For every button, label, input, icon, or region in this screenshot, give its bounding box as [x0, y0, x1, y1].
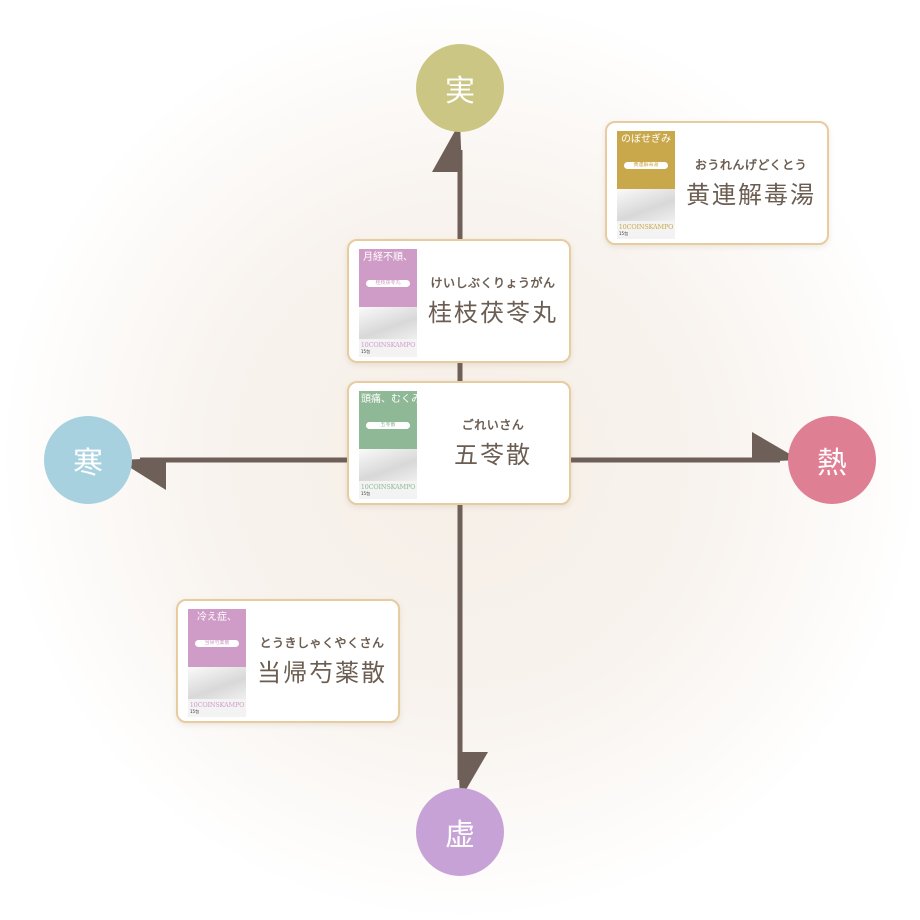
pole-kyo: 虚 — [416, 788, 504, 876]
package-brand: 10COINSKAMPO — [618, 223, 674, 231]
package-count: 15包 — [361, 349, 371, 354]
product-card[interactable]: 月経不順、 桂枝茯苓丸 10COINSKAMPO 15包 けいしぶくりょうがん … — [347, 239, 571, 363]
product-package-image: のぼせぎみ 黄連解毒湯 10COINSKAMPO 15包 — [617, 131, 675, 239]
package-label: 黄連解毒湯 — [624, 162, 668, 169]
product-reading: おうれんげどくとう — [694, 158, 808, 172]
product-reading: けいしぶくりょうがん — [430, 276, 556, 290]
package-count: 15包 — [190, 709, 200, 714]
product-package-image: 月経不順、 桂枝茯苓丸 10COINSKAMPO 15包 — [359, 249, 417, 357]
product-name: 五苓散 — [454, 441, 532, 469]
product-reading: ごれいさん — [461, 418, 525, 432]
package-label: 当帰芍薬散 — [195, 640, 239, 647]
package-headline: 冷え症、 — [197, 612, 237, 623]
product-name: 黄連解毒湯 — [686, 181, 816, 209]
package-label: 五苓散 — [366, 422, 410, 429]
pole-jitsu: 実 — [416, 44, 504, 132]
package-headline: のぼせぎみ — [621, 134, 671, 145]
product-package-image: 冷え症、 当帰芍薬散 10COINSKAMPO 15包 — [188, 609, 246, 717]
product-card[interactable]: 冷え症、 当帰芍薬散 10COINSKAMPO 15包 とうきしゃくやくさん 当… — [176, 599, 400, 723]
product-package-image: 頭痛、むくみ 五苓散 10COINSKAMPO 15包 — [359, 391, 417, 499]
product-card[interactable]: 頭痛、むくみ 五苓散 10COINSKAMPO 15包 ごれいさん 五苓散 — [347, 381, 571, 505]
package-headline: 月経不順、 — [363, 252, 413, 263]
pole-kan: 寒 — [44, 416, 132, 504]
package-count: 15包 — [619, 231, 629, 236]
product-name: 当帰芍薬散 — [257, 659, 387, 687]
product-card[interactable]: のぼせぎみ 黄連解毒湯 10COINSKAMPO 15包 おうれんげどくとう 黄… — [605, 121, 829, 245]
package-label: 桂枝茯苓丸 — [366, 280, 410, 287]
package-count: 15包 — [361, 491, 371, 496]
package-brand: 10COINSKAMPO — [189, 701, 245, 709]
package-headline: 頭痛、むくみ — [361, 394, 417, 405]
product-name: 桂枝茯苓丸 — [428, 299, 558, 327]
package-brand: 10COINSKAMPO — [360, 341, 416, 349]
pole-netsu: 熱 — [788, 416, 876, 504]
product-reading: とうきしゃくやくさん — [259, 636, 385, 650]
package-brand: 10COINSKAMPO — [360, 483, 416, 491]
arrow-up-icon — [432, 122, 462, 172]
